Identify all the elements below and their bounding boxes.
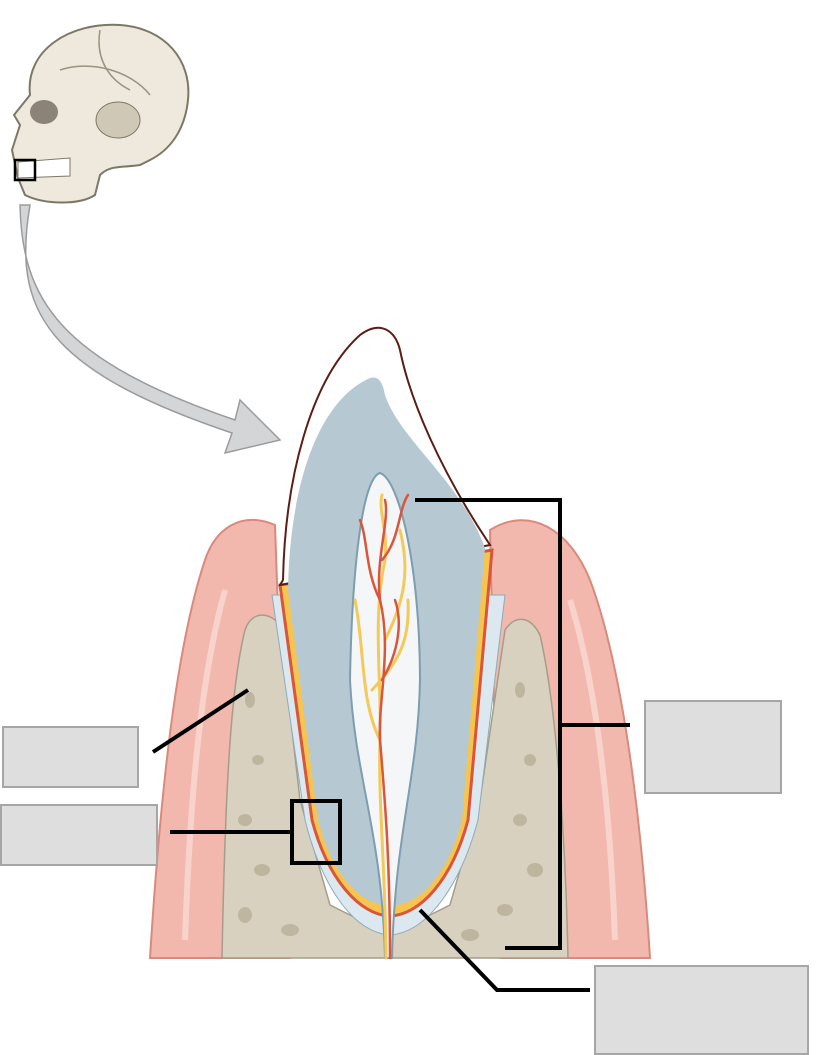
arrow-icon (19, 204, 282, 455)
label-box-right-bracket[interactable] (644, 700, 782, 794)
leader-lines (151, 498, 630, 992)
label-box-bottom-right[interactable] (594, 965, 809, 1055)
label-box-left-lower[interactable] (0, 804, 158, 866)
skull-icon (10, 23, 190, 204)
label-box-left-upper[interactable] (2, 726, 139, 788)
nerves-and-vessels (353, 493, 410, 960)
bone-texture (238, 682, 543, 941)
